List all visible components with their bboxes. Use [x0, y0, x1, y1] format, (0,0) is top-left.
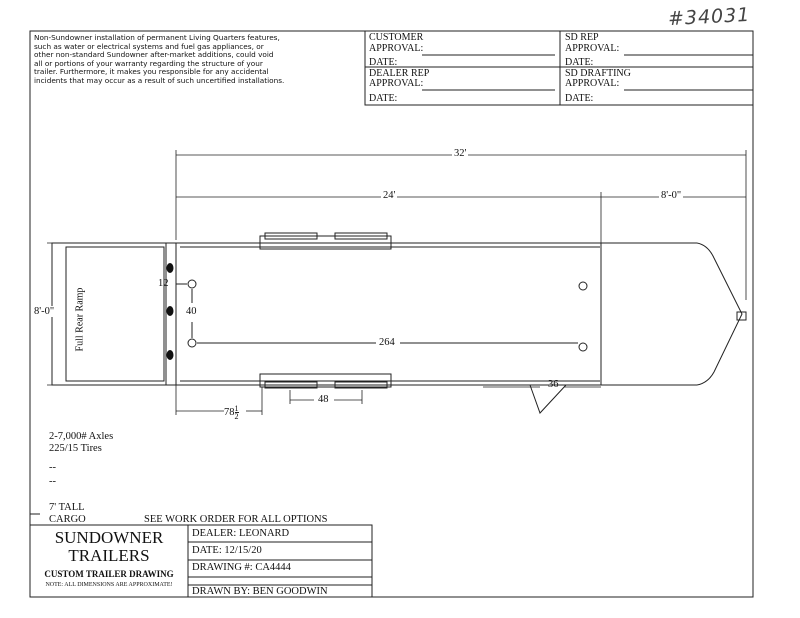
- dealer-approval-label: APPROVAL:: [369, 78, 424, 89]
- blank-spec-2: --: [49, 476, 56, 487]
- disclaimer-line: all or portions of your warranty regardi…: [34, 58, 263, 68]
- sd-drafting-label: SD DRAFTING: [565, 68, 631, 79]
- ramp-label: Full Rear Ramp: [74, 287, 86, 352]
- dim-width-label: 8'-0": [33, 306, 56, 317]
- height-spec: 7' TALL: [49, 502, 85, 513]
- dim-36-label: 36: [548, 379, 559, 390]
- sd-drafting-approval-label: APPROVAL:: [565, 78, 620, 89]
- drawn-by-field: DRAWN BY: BEN GOODWIN: [192, 586, 328, 597]
- dim-40-label: 40: [186, 306, 197, 317]
- customer-approval-label: APPROVAL:: [369, 43, 424, 54]
- rear-lights: [166, 263, 174, 360]
- sd-rep-approval-label: APPROVAL:: [565, 43, 620, 54]
- d-rings: [176, 279, 588, 352]
- drawing-number-field: DRAWING #: CA4444: [192, 562, 291, 573]
- sd-rep-label: SD REP: [565, 32, 599, 43]
- cargo-spec: CARGO: [49, 514, 86, 525]
- dim-78-den: 2: [234, 412, 239, 421]
- disclaimer-line: such as water or electrical systems and …: [34, 41, 264, 51]
- brand-line-2: TRAILERS: [68, 546, 150, 565]
- sheet-border: [29, 30, 754, 598]
- dim-overall-label: 32': [452, 148, 469, 159]
- disclaimer-line: incidents that may occur as a result of …: [34, 75, 285, 85]
- customer-date-label: DATE:: [369, 57, 398, 68]
- sd-drafting-date-label: DATE:: [565, 93, 594, 104]
- dealer-field: DEALER: LEONARD: [192, 528, 290, 539]
- dimensions-note: NOTE: ALL DIMENSIONS ARE APPROXIMATE!: [45, 582, 173, 588]
- dim-264-label: 264: [379, 337, 395, 348]
- dim-nose-label: 8'-0": [659, 190, 684, 201]
- axles-spec: 2-7,000# Axles: [49, 431, 114, 442]
- dim-78-whole: 78: [224, 406, 235, 418]
- customer-label: CUSTOMER: [369, 32, 424, 43]
- blank-spec-1: --: [49, 462, 56, 473]
- dim-12-label: 12: [158, 278, 169, 289]
- title-block: [29, 513, 373, 598]
- dealer-rep-label: DEALER REP: [369, 68, 430, 79]
- dim-78-num: 1: [234, 404, 239, 413]
- drawing-subtitle: CUSTOM TRAILER DRAWING: [44, 569, 174, 579]
- approval-table: [364, 30, 754, 106]
- tires-spec: 225/15 Tires: [49, 443, 102, 454]
- dim-body-label: 24': [381, 190, 398, 201]
- disclaimer-text: Non-Sundowner installation of permanent …: [34, 33, 364, 86]
- brand-line-1: SUNDOWNER: [54, 528, 164, 547]
- disclaimer-line: trailer. Furthermore, it makes you respo…: [34, 67, 269, 77]
- disclaimer-line: Non-Sundowner installation of permanent …: [34, 33, 280, 42]
- sd-rep-date-label: DATE:: [565, 57, 594, 68]
- dealer-date-label: DATE:: [369, 93, 398, 104]
- dim-overall: [175, 150, 747, 300]
- trailer-body: [51, 232, 747, 414]
- see-work-order: SEE WORK ORDER FOR ALL OPTIONS: [144, 514, 328, 525]
- date-field: DATE: 12/15/20: [192, 545, 262, 556]
- dim-width: [47, 242, 176, 386]
- disclaimer-line: other non-standard Sundowner after-marke…: [34, 50, 274, 60]
- dim-bottom: [175, 385, 601, 415]
- dim-48-label: 48: [318, 394, 329, 405]
